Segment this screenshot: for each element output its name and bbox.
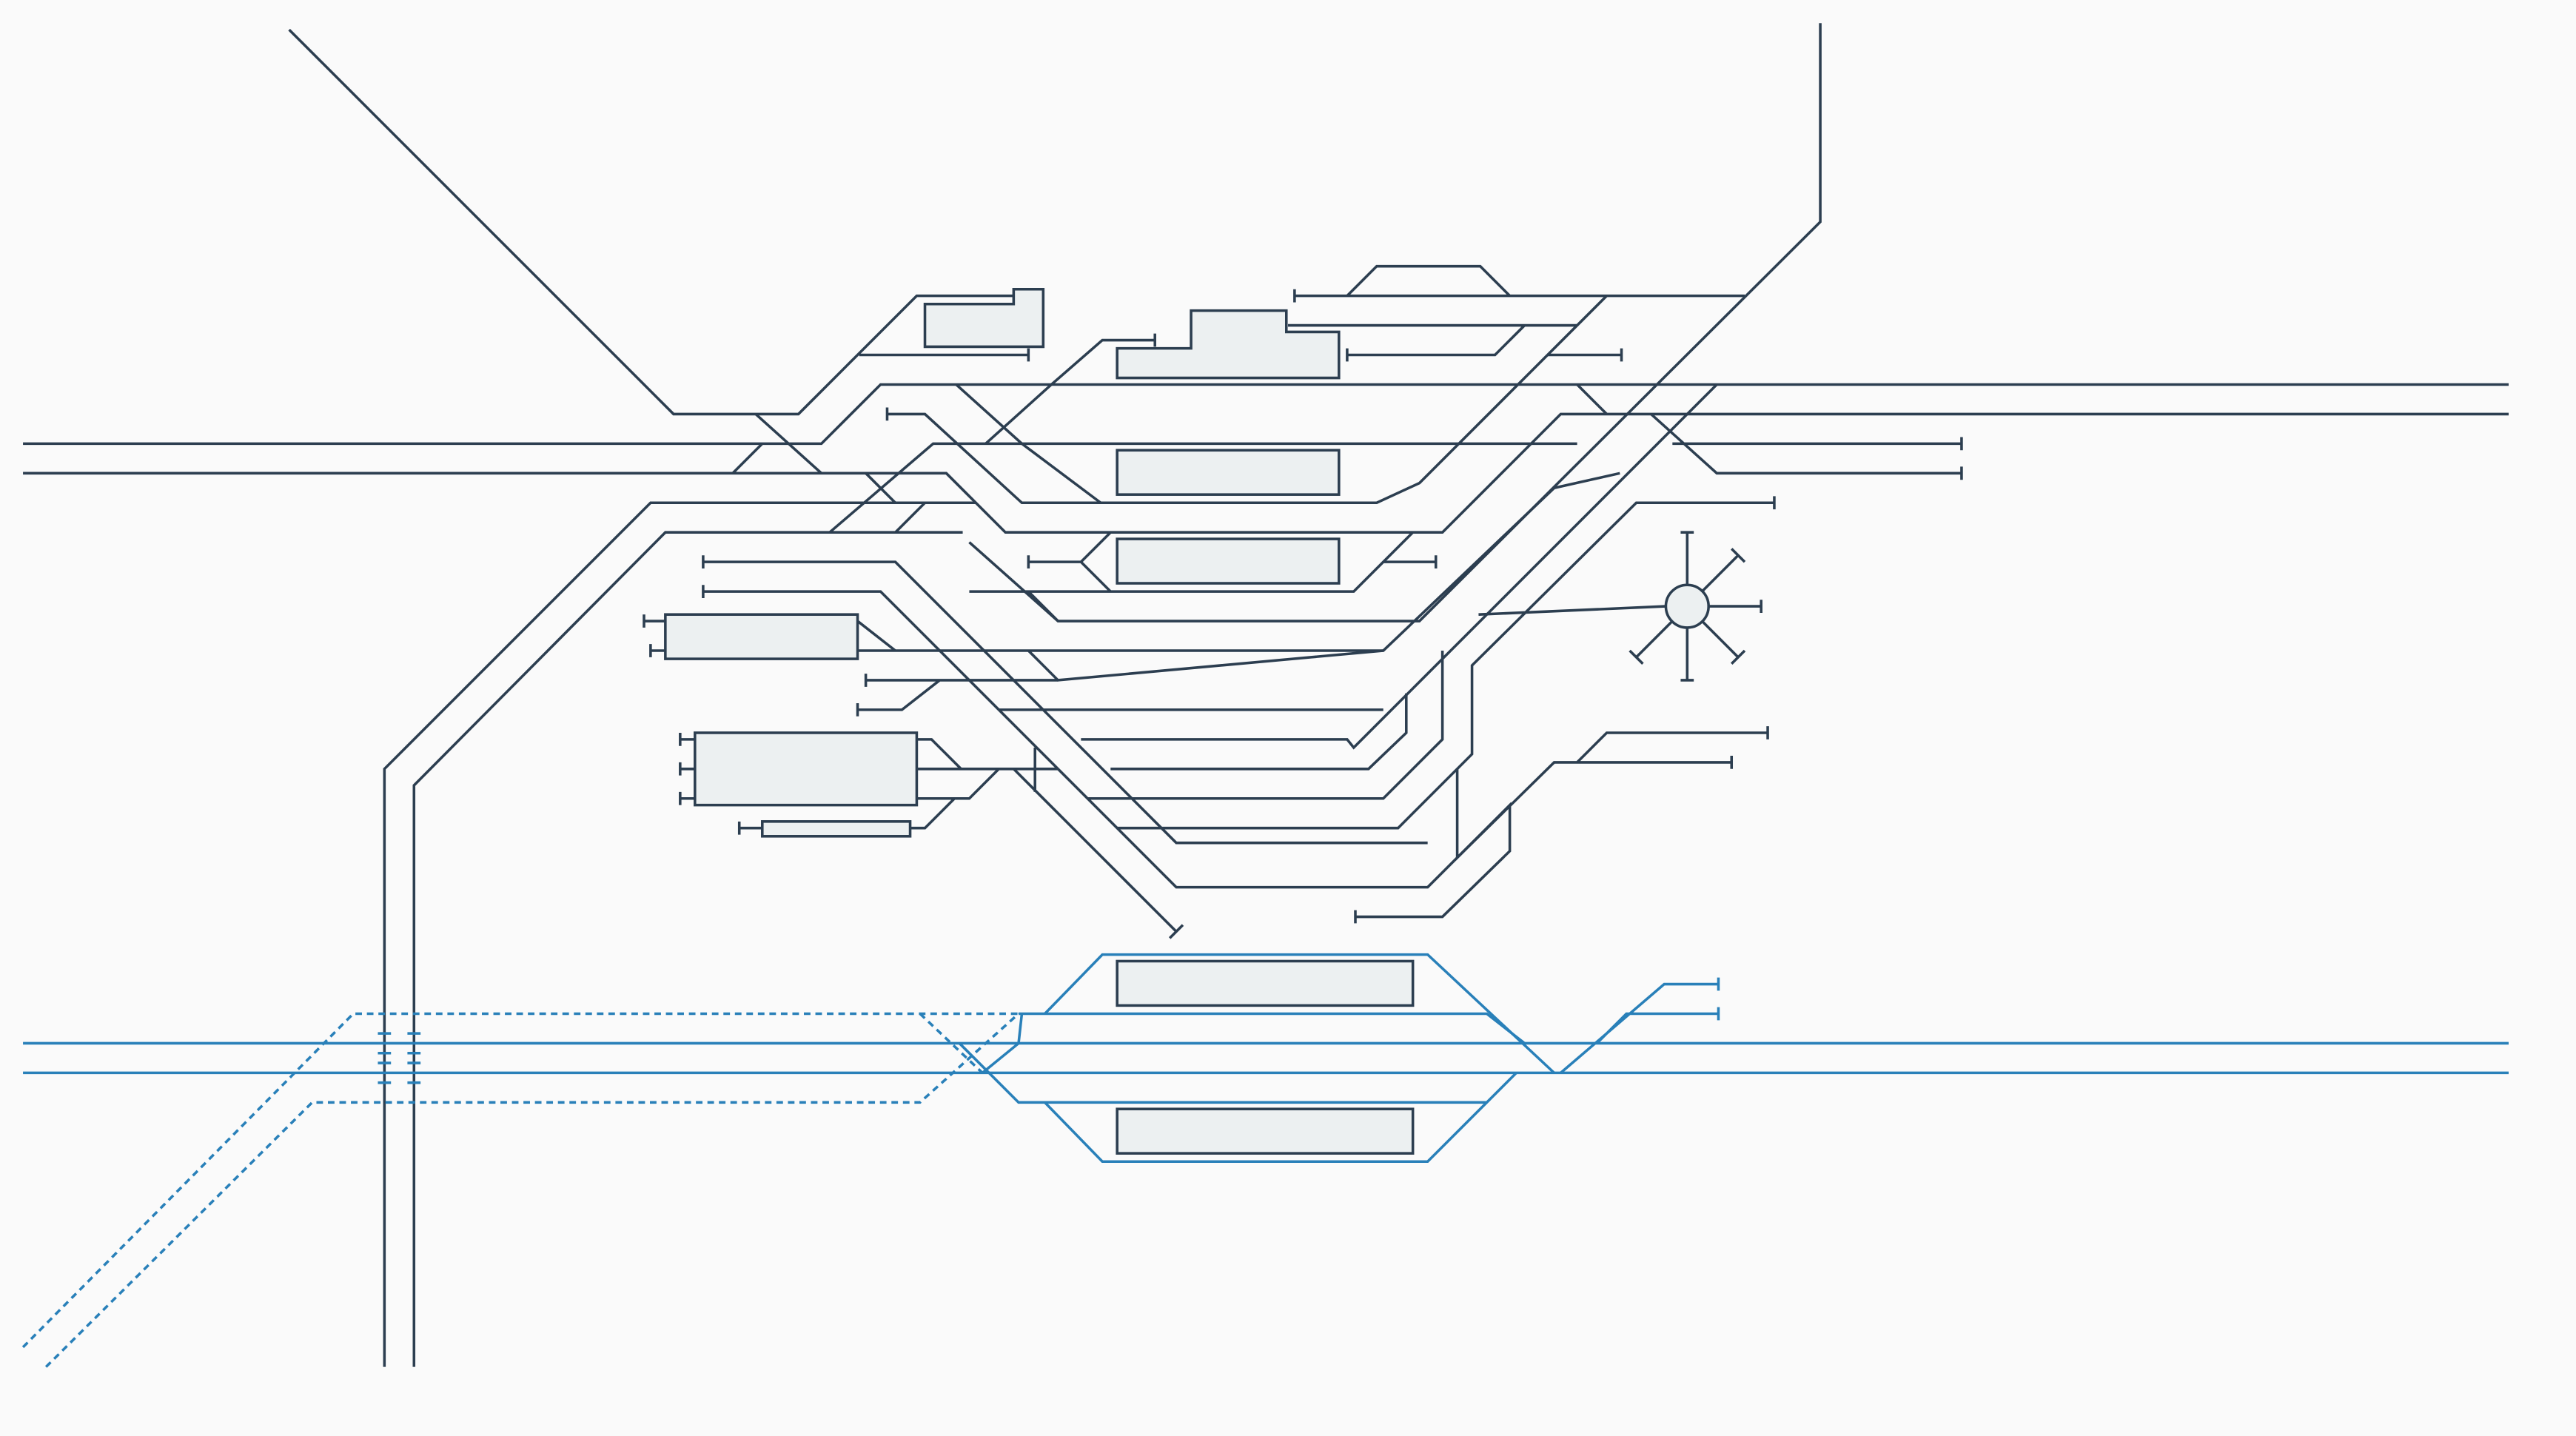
track (969, 531, 1414, 623)
buffer-stop-icon (643, 289, 1963, 939)
turntable-icon (1629, 531, 1762, 682)
track (955, 338, 1155, 504)
track (1560, 977, 1720, 1074)
platforms (664, 287, 1415, 1155)
track (1044, 1072, 1517, 1164)
track (828, 442, 1577, 534)
track (383, 501, 976, 1367)
track-planned (21, 1012, 1020, 1368)
track (731, 353, 1029, 504)
track (1288, 323, 1577, 357)
blue-tracks (21, 953, 2509, 1368)
track (1478, 605, 1666, 616)
platform (694, 731, 919, 807)
platform (1116, 959, 1415, 1007)
track (1081, 383, 1718, 750)
track (1547, 353, 1622, 415)
track (288, 28, 1014, 416)
track (958, 1012, 1526, 1104)
track (857, 679, 1383, 711)
track (23, 383, 2509, 446)
platform (1116, 449, 1341, 496)
track (887, 295, 1608, 505)
track (1028, 531, 1436, 593)
track (412, 531, 963, 1367)
platform (1116, 1107, 1415, 1155)
track (1044, 953, 1555, 1074)
track (1455, 731, 1768, 861)
track (1013, 747, 1178, 933)
track (23, 1041, 2509, 1075)
track (1117, 501, 1774, 830)
track (1650, 413, 1962, 475)
dark-tracks (23, 23, 2509, 1367)
platform (923, 287, 1045, 349)
platform (664, 613, 859, 660)
track (1294, 264, 1745, 298)
track (23, 412, 2509, 534)
track (702, 560, 1428, 845)
crossing-marker (378, 1032, 421, 1084)
platform (761, 820, 912, 838)
platform (1116, 537, 1341, 585)
track (968, 23, 1822, 623)
platform (1116, 309, 1341, 380)
track (1087, 651, 1444, 800)
